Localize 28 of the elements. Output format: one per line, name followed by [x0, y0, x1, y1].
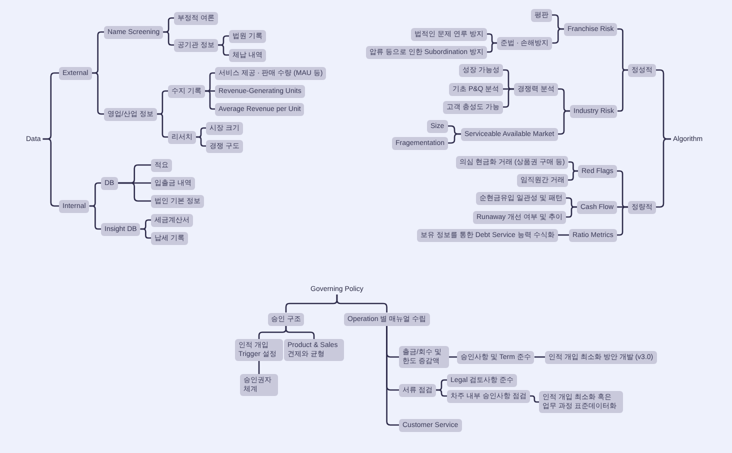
- connector-line: [558, 234, 569, 236]
- connector-line: [502, 88, 514, 108]
- connector-line: [42, 138, 59, 207]
- connector-line: [448, 133, 461, 144]
- connector-line: [218, 44, 229, 56]
- connector-line: [656, 138, 671, 208]
- connector-line: [486, 42, 497, 53]
- connector-line: [558, 110, 570, 135]
- connector-line: [163, 31, 174, 46]
- connector-line: [566, 206, 577, 218]
- connector-line: [617, 69, 628, 112]
- connector-line: [436, 389, 447, 397]
- connector-line: [92, 72, 104, 115]
- connector-line: [285, 326, 315, 339]
- connector-line: [568, 161, 578, 172]
- connector-line: [89, 205, 101, 230]
- connector-line: [196, 127, 206, 138]
- connector-line: [204, 90, 215, 110]
- connector-line: [530, 395, 539, 403]
- connector-line: [568, 170, 578, 181]
- connector-line: [140, 228, 151, 239]
- connector-line: [486, 33, 497, 44]
- connector-line: [552, 28, 564, 44]
- connector-line: [196, 136, 206, 147]
- connector-line: [118, 182, 151, 202]
- connector-line: [336, 294, 388, 312]
- connector-line: [258, 361, 260, 374]
- connector-line: [534, 356, 545, 358]
